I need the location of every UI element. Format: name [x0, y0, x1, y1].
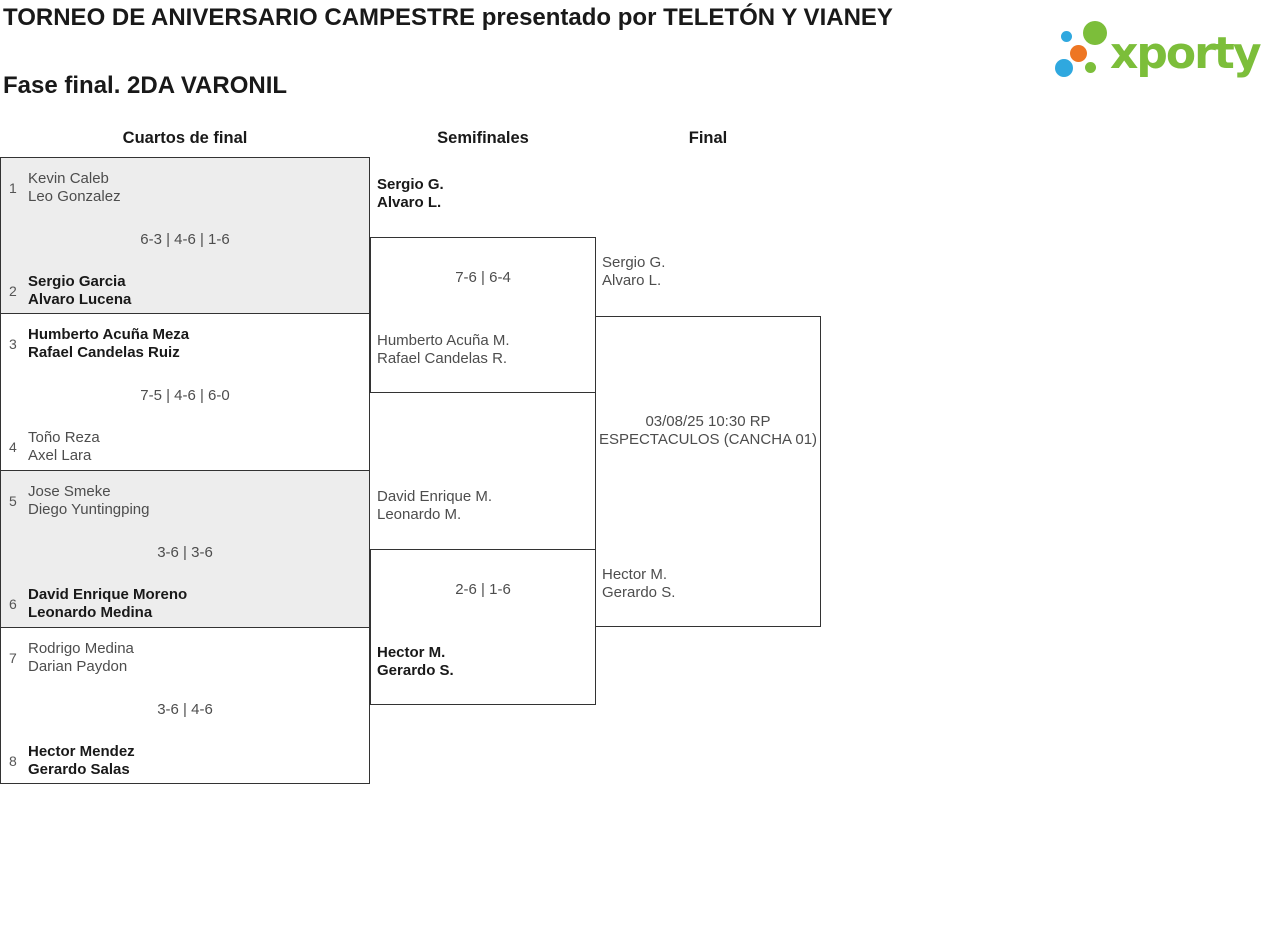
team-pair: David Enrique Moreno Leonardo Medina [28, 586, 187, 622]
seed-number: 6 [9, 596, 17, 612]
player-name: Rodrigo Medina [28, 640, 134, 657]
team-pair: Sergio Garcia Alvaro Lucena [28, 273, 131, 309]
seed-number: 7 [9, 650, 17, 666]
player-name: Gerardo S. [377, 662, 454, 679]
match-quarterfinal-4[interactable]: 7 Rodrigo Medina Darian Paydon 3-6 | 4-6… [0, 627, 370, 784]
seed-number: 4 [9, 439, 17, 455]
player-name: Leonardo Medina [28, 604, 153, 621]
player-name: Alvaro Lucena [28, 291, 132, 308]
seed-number: 3 [9, 336, 17, 352]
player-name: Humberto Acuña Meza [28, 326, 190, 343]
logo-dot-blue-small-icon [1061, 31, 1072, 42]
player-name: Darian Paydon [28, 658, 128, 675]
sf1-team1: Sergio G. Alvaro L. [377, 176, 444, 212]
match-score: 6-3 | 4-6 | 1-6 [140, 231, 230, 248]
match-semifinal-2[interactable] [370, 549, 596, 705]
player-name: David Enrique Moreno [28, 586, 188, 603]
final-team2: Hector M. Gerardo S. [602, 566, 675, 602]
final-team1: Sergio G. Alvaro L. [602, 254, 665, 290]
player-name: Rafael Candelas Ruiz [28, 344, 180, 361]
logo-dot-green-small-icon [1085, 62, 1096, 73]
match-final[interactable] [595, 316, 821, 627]
seed-number: 5 [9, 493, 17, 509]
page-title: TORNEO DE ANIVERSARIO CAMPESTRE presenta… [3, 4, 893, 31]
xporty-logo[interactable]: xporty [1048, 12, 1280, 94]
page-subtitle: Fase final. 2DA VARONIL [3, 72, 288, 99]
player-name: Leo Gonzalez [28, 188, 121, 205]
player-name: David Enrique M. [377, 488, 493, 505]
column-header-quarterfinals: Cuartos de final [122, 129, 248, 147]
player-name: Diego Yuntingping [28, 501, 150, 518]
logo-dot-green-big-icon [1083, 21, 1107, 45]
team-pair: Hector Mendez Gerardo Salas [28, 743, 135, 779]
match-quarterfinal-2[interactable]: 3 Humberto Acuña Meza Rafael Candelas Ru… [0, 313, 370, 471]
seed-number: 8 [9, 753, 17, 769]
player-name: Hector M. [602, 566, 668, 583]
player-name: Gerardo S. [602, 584, 676, 601]
team-pair: Kevin Caleb Leo Gonzalez [28, 170, 121, 206]
match-score: 3-6 | 4-6 [157, 701, 213, 718]
player-name: Sergio G. [602, 254, 666, 271]
seed-number: 2 [9, 283, 17, 299]
player-name: Hector Mendez [28, 743, 135, 760]
player-name: Jose Smeke [28, 483, 111, 500]
match-quarterfinal-1[interactable]: 1 Kevin Caleb Leo Gonzalez 6-3 | 4-6 | 1… [0, 157, 370, 314]
team-pair: Toño Reza Axel Lara [28, 429, 100, 465]
player-name: Leonardo M. [377, 506, 462, 523]
team-pair: Humberto Acuña Meza Rafael Candelas Ruiz [28, 326, 189, 362]
player-name: Gerardo Salas [28, 761, 130, 778]
team-pair: Jose Smeke Diego Yuntingping [28, 483, 150, 519]
logo-dot-orange-icon [1070, 45, 1087, 62]
player-name: Rafael Candelas R. [377, 350, 508, 367]
match-score: 2-6 | 1-6 [455, 581, 511, 598]
final-schedule: 03/08/25 10:30 RP ESPECTACULOS (CANCHA 0… [595, 413, 821, 449]
final-schedule-datetime: 03/08/25 10:30 RP [645, 413, 771, 430]
match-score: 7-6 | 6-4 [455, 269, 511, 286]
player-name: Alvaro L. [377, 194, 442, 211]
sf2-team2: Hector M. Gerardo S. [377, 644, 454, 680]
logo-dot-blue-big-icon [1055, 59, 1073, 77]
player-name: Toño Reza [28, 429, 100, 446]
match-score: 7-5 | 4-6 | 6-0 [140, 387, 230, 404]
player-name: Sergio G. [377, 176, 444, 193]
match-quarterfinal-3[interactable]: 5 Jose Smeke Diego Yuntingping 3-6 | 3-6… [0, 470, 370, 628]
player-name: Sergio Garcia [28, 273, 126, 290]
column-header-semifinals: Semifinales [437, 129, 529, 147]
seed-number: 1 [9, 180, 17, 196]
player-name: Alvaro L. [602, 272, 662, 289]
match-score: 3-6 | 3-6 [157, 544, 213, 561]
team-pair: Rodrigo Medina Darian Paydon [28, 640, 134, 676]
player-name: Kevin Caleb [28, 170, 109, 187]
sf1-team2: Humberto Acuña M. Rafael Candelas R. [377, 332, 510, 368]
player-name: Humberto Acuña M. [377, 332, 510, 349]
sf2-team1: David Enrique M. Leonardo M. [377, 488, 492, 524]
logo-wordmark: xporty [1110, 28, 1262, 79]
player-name: Axel Lara [28, 447, 92, 464]
player-name: Hector M. [377, 644, 446, 661]
final-schedule-venue: ESPECTACULOS (CANCHA 01) [598, 431, 818, 448]
match-semifinal-1[interactable] [370, 237, 596, 393]
column-header-final: Final [688, 129, 728, 147]
